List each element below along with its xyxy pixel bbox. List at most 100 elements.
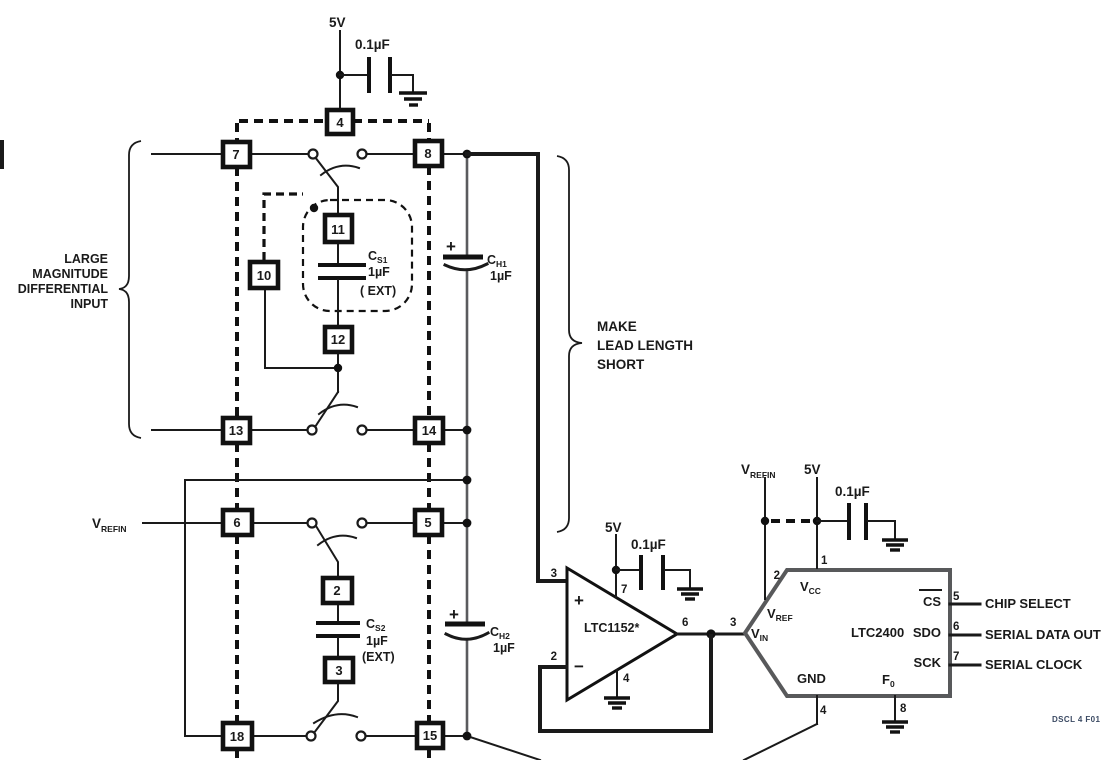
vin-subscript: IN — [760, 633, 769, 643]
pin-number: 5 — [953, 591, 960, 603]
pin-box-3: 3 — [322, 655, 356, 685]
switch-contact — [306, 517, 318, 529]
junction-dot — [760, 516, 770, 526]
annotation-line: SHORT — [597, 357, 645, 372]
pin-number: 6 — [682, 617, 688, 629]
pin-box-label: 5 — [424, 515, 431, 530]
switch-contact — [306, 424, 318, 436]
lead-annotation: MAKE LEAD LENGTH SHORT — [556, 155, 693, 533]
switch-contact — [355, 730, 367, 742]
inverting-input-sign: − — [574, 657, 584, 676]
capacitor-curved-plate — [443, 261, 490, 272]
switch-contact — [305, 730, 317, 742]
f0-label: F0 — [882, 672, 895, 689]
pin-box-label: 8 — [424, 146, 431, 161]
cap-note-label: ( EXT) — [360, 284, 396, 298]
junction-dot — [462, 518, 472, 528]
cap-name-label: CH2 — [490, 625, 510, 641]
adc-outline — [742, 568, 952, 698]
noninverting-input-sign: + — [574, 591, 584, 610]
switch-contact — [356, 424, 368, 436]
vref-row: VREFIN — [92, 516, 468, 579]
figure-reference: DSCL 4 F01 — [1052, 715, 1100, 724]
switch-arc — [317, 403, 359, 416]
guard-dash-line — [262, 192, 303, 260]
pin-box-18: 18 — [220, 720, 255, 752]
feedback-wire — [538, 634, 713, 733]
pin-number: 3 — [730, 617, 736, 629]
junction-dot — [462, 425, 472, 435]
switch-arm — [314, 524, 339, 579]
hold-cap-rail: + CH1 1µF + CH2 1µF — [443, 149, 515, 741]
vrefin-symbol: V — [741, 462, 750, 477]
pin-boxes: 4 7 8 11 10 12 13 14 6 5 2 3 18 15 — [220, 107, 446, 752]
wire-segment — [465, 734, 542, 760]
opamp-triangle — [565, 565, 680, 703]
switch-contact — [356, 148, 368, 160]
polarity-plus: + — [446, 237, 456, 256]
vin-label: VIN — [751, 626, 768, 643]
cap-value-label: 0.1µF — [355, 37, 390, 52]
cap-symbol: C — [366, 617, 375, 631]
supply-label: 5V — [329, 15, 346, 30]
junction-dot — [462, 475, 472, 485]
pin-number: 2 — [551, 651, 557, 663]
serial-data-out-label: SERIAL DATA OUT — [985, 627, 1101, 642]
mux-dashed-control-lines — [235, 119, 431, 760]
vcc-label: VCC — [800, 579, 821, 596]
pin-box-label: 13 — [229, 423, 243, 438]
ground-icon — [399, 91, 427, 107]
pin-box-label: 2 — [333, 583, 340, 598]
left-brace — [118, 140, 142, 439]
pin-box-label: 4 — [336, 115, 344, 130]
ground-icon — [677, 587, 703, 601]
pin-box-5: 5 — [412, 507, 445, 538]
annotation-line: INPUT — [71, 297, 109, 311]
pin-number: 8 — [900, 703, 907, 715]
vcc-symbol: V — [800, 579, 809, 594]
cap-value-label: 1µF — [490, 269, 512, 283]
pin-number: 3 — [551, 568, 557, 580]
right-brace — [556, 155, 583, 533]
pin-box-label: 14 — [422, 423, 437, 438]
annotation-line: MAGNITUDE — [32, 267, 108, 281]
pin-number: 6 — [953, 621, 959, 633]
cap-value-label: 1µF — [366, 634, 388, 648]
ch1-capacitor: + CH1 1µF — [443, 237, 512, 283]
pin-box-12: 12 — [322, 324, 355, 355]
pin-box-label: 12 — [331, 332, 345, 347]
switch-icon — [306, 390, 368, 436]
pin-box-14: 14 — [412, 415, 446, 446]
annotation-line: DIFFERENTIAL — [18, 282, 109, 296]
switch-arm — [312, 681, 339, 735]
pin-number: 4 — [623, 673, 630, 685]
vrefin-subscript: REFIN — [750, 470, 776, 480]
pin-number: 2 — [774, 570, 780, 582]
cap-note-label: (EXT) — [362, 650, 395, 664]
switch-icon — [306, 517, 368, 579]
ch2-capacitor: + CH2 1µF — [443, 605, 515, 655]
cap-name-label: CS2 — [366, 617, 386, 633]
vrefin-label: VREFIN — [741, 462, 776, 480]
switch-arm — [313, 155, 339, 216]
pin-box-13: 13 — [220, 415, 253, 446]
pin-box-label: 10 — [257, 268, 271, 283]
polarity-plus: + — [449, 605, 459, 624]
opamp-name-label: LTC1152* — [584, 621, 639, 635]
input-annotation: LARGE MAGNITUDE DIFFERENTIAL INPUT — [18, 140, 142, 439]
adc-name-label: LTC2400 — [851, 625, 904, 640]
annotation-line: MAKE — [597, 319, 637, 334]
pin-box-10: 10 — [247, 259, 281, 291]
sdo-label: SDO — [913, 625, 941, 640]
cap-name-label: CH1 — [487, 253, 507, 269]
annotation-line: LARGE — [64, 252, 108, 266]
cs2-branch: CS2 1µF (EXT) — [316, 602, 395, 664]
top-supply-decoupling: 5V 0.1µF — [329, 15, 427, 111]
pin-box-2: 2 — [320, 575, 355, 606]
annotation-line: LEAD LENGTH — [597, 338, 693, 353]
vrefin-symbol: V — [92, 516, 101, 531]
pin-box-8: 8 — [412, 138, 445, 169]
junction-dot — [309, 203, 319, 213]
f0-symbol: F — [882, 672, 890, 687]
switch-arc — [316, 534, 358, 547]
